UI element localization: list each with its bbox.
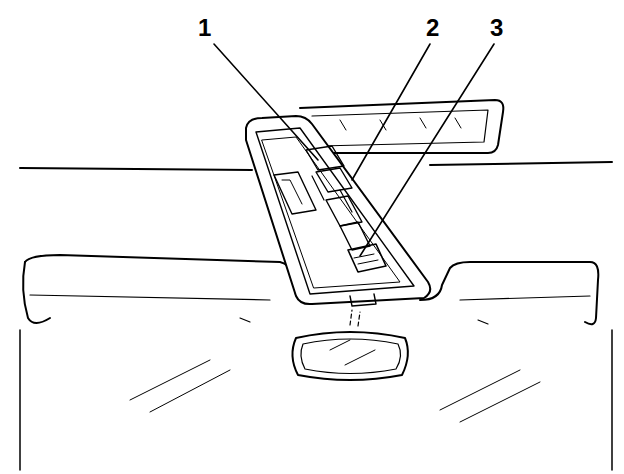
callout-number: 3 (488, 16, 505, 40)
callout-number: 1 (196, 16, 213, 40)
callout-number: 2 (424, 16, 441, 40)
